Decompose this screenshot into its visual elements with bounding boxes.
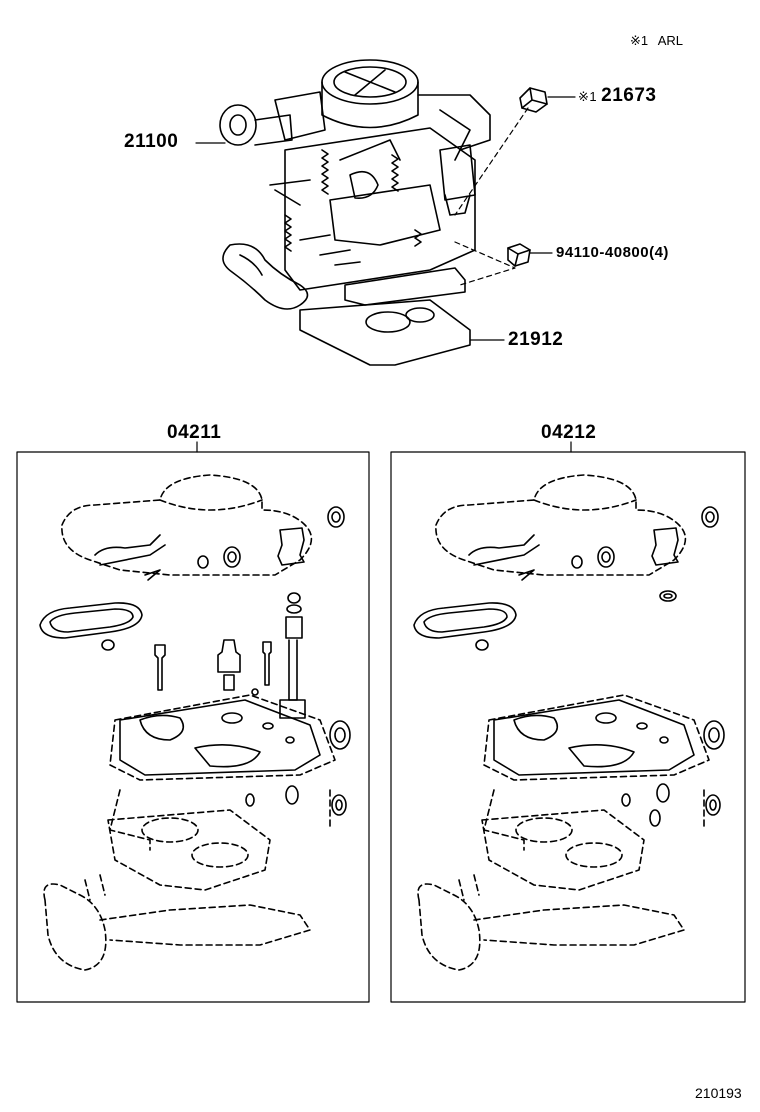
kit-04211-illustration: [43, 474, 336, 971]
kit-04212-illustration: [417, 474, 710, 971]
kit-04212-parts: [413, 506, 725, 827]
part-label-nut[interactable]: 94110-40800(4): [556, 244, 669, 261]
cap-mark: ※1: [578, 89, 598, 104]
part-label-insulator[interactable]: 21912: [508, 329, 564, 350]
kit-04211-parts: [39, 506, 351, 816]
kit-label-right[interactable]: 04212: [541, 422, 597, 443]
note-mark: ※1: [630, 33, 649, 48]
leader-lines-top: [195, 96, 576, 341]
part-label-carburetor[interactable]: 21100: [124, 131, 179, 152]
carburetor-illustration: [219, 59, 548, 366]
cap-number: 21673: [601, 85, 657, 106]
applicability-note: ※1 ARL: [630, 33, 683, 49]
kit-frames: [16, 441, 746, 1003]
figure-id: 210193: [695, 1085, 742, 1101]
note-text: ARL: [657, 33, 684, 48]
kit-label-left[interactable]: 04211: [167, 422, 222, 443]
